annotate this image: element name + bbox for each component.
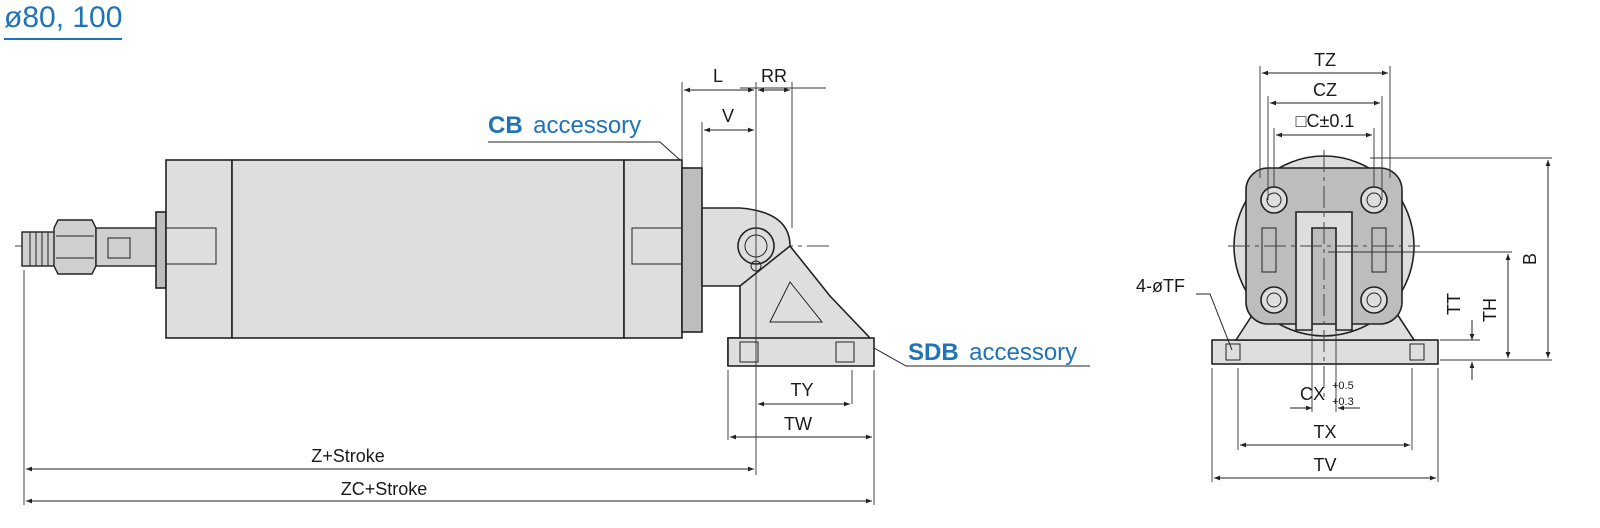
dim-B: B	[1520, 253, 1540, 265]
sdb-leader	[873, 347, 1090, 367]
rod-bushing	[155, 211, 167, 289]
dim-CZ: CZ	[1313, 80, 1337, 100]
cylinder-barrel	[231, 159, 625, 339]
dim-TV: TV	[1313, 455, 1336, 475]
side-view: L RR V TY TW Z+Stroke ZC+Stroke CB acces…	[15, 66, 1090, 505]
cb-accessory-label: CB accessory	[488, 112, 641, 139]
bolt-hole-br	[1360, 286, 1388, 314]
dim-CX-upper-tol: +0.5	[1332, 380, 1354, 392]
cb-bracket-plate	[681, 167, 703, 333]
dim-TT: TT	[1444, 293, 1464, 315]
dim-TW: TW	[784, 414, 812, 434]
piston-rod	[95, 227, 159, 267]
bolt-hole-bl	[1260, 286, 1288, 314]
rod-thread	[21, 231, 59, 267]
bolt-hole-tr	[1360, 186, 1388, 214]
tf-leader	[1196, 293, 1233, 351]
front-view: TZ CZ □C±0.1 B TH TT 4-øTF CX +0.5 +0.3 …	[1136, 50, 1552, 482]
dim-TX: TX	[1313, 422, 1336, 442]
head-cover	[165, 159, 233, 339]
dim-Z-stroke: Z+Stroke	[311, 446, 385, 466]
dim-V: V	[722, 106, 734, 126]
dim-TH: TH	[1480, 298, 1500, 322]
front-clevis-slot	[1295, 211, 1353, 331]
front-base-plate	[1211, 339, 1439, 365]
dim-ZC-stroke: ZC+Stroke	[341, 479, 428, 499]
dim-RR: RR	[761, 66, 787, 86]
dim-L: L	[713, 66, 723, 86]
rear-cover	[623, 159, 683, 339]
dim-CX-lower-tol: +0.3	[1332, 396, 1354, 408]
dim-TF: 4-øTF	[1136, 276, 1185, 296]
rod-nut	[53, 219, 97, 275]
dim-C-tolerance: □C±0.1	[1296, 111, 1355, 131]
diagram-heading: ø80, 100	[4, 0, 123, 40]
dim-TZ: TZ	[1314, 50, 1336, 70]
dim-CX: CX	[1300, 384, 1325, 404]
sdb-base	[727, 337, 875, 367]
sdb-accessory-label: SDB accessory	[908, 339, 1077, 366]
dim-TY: TY	[790, 380, 813, 400]
bolt-hole-tl	[1260, 186, 1288, 214]
cb-leader	[488, 141, 681, 161]
